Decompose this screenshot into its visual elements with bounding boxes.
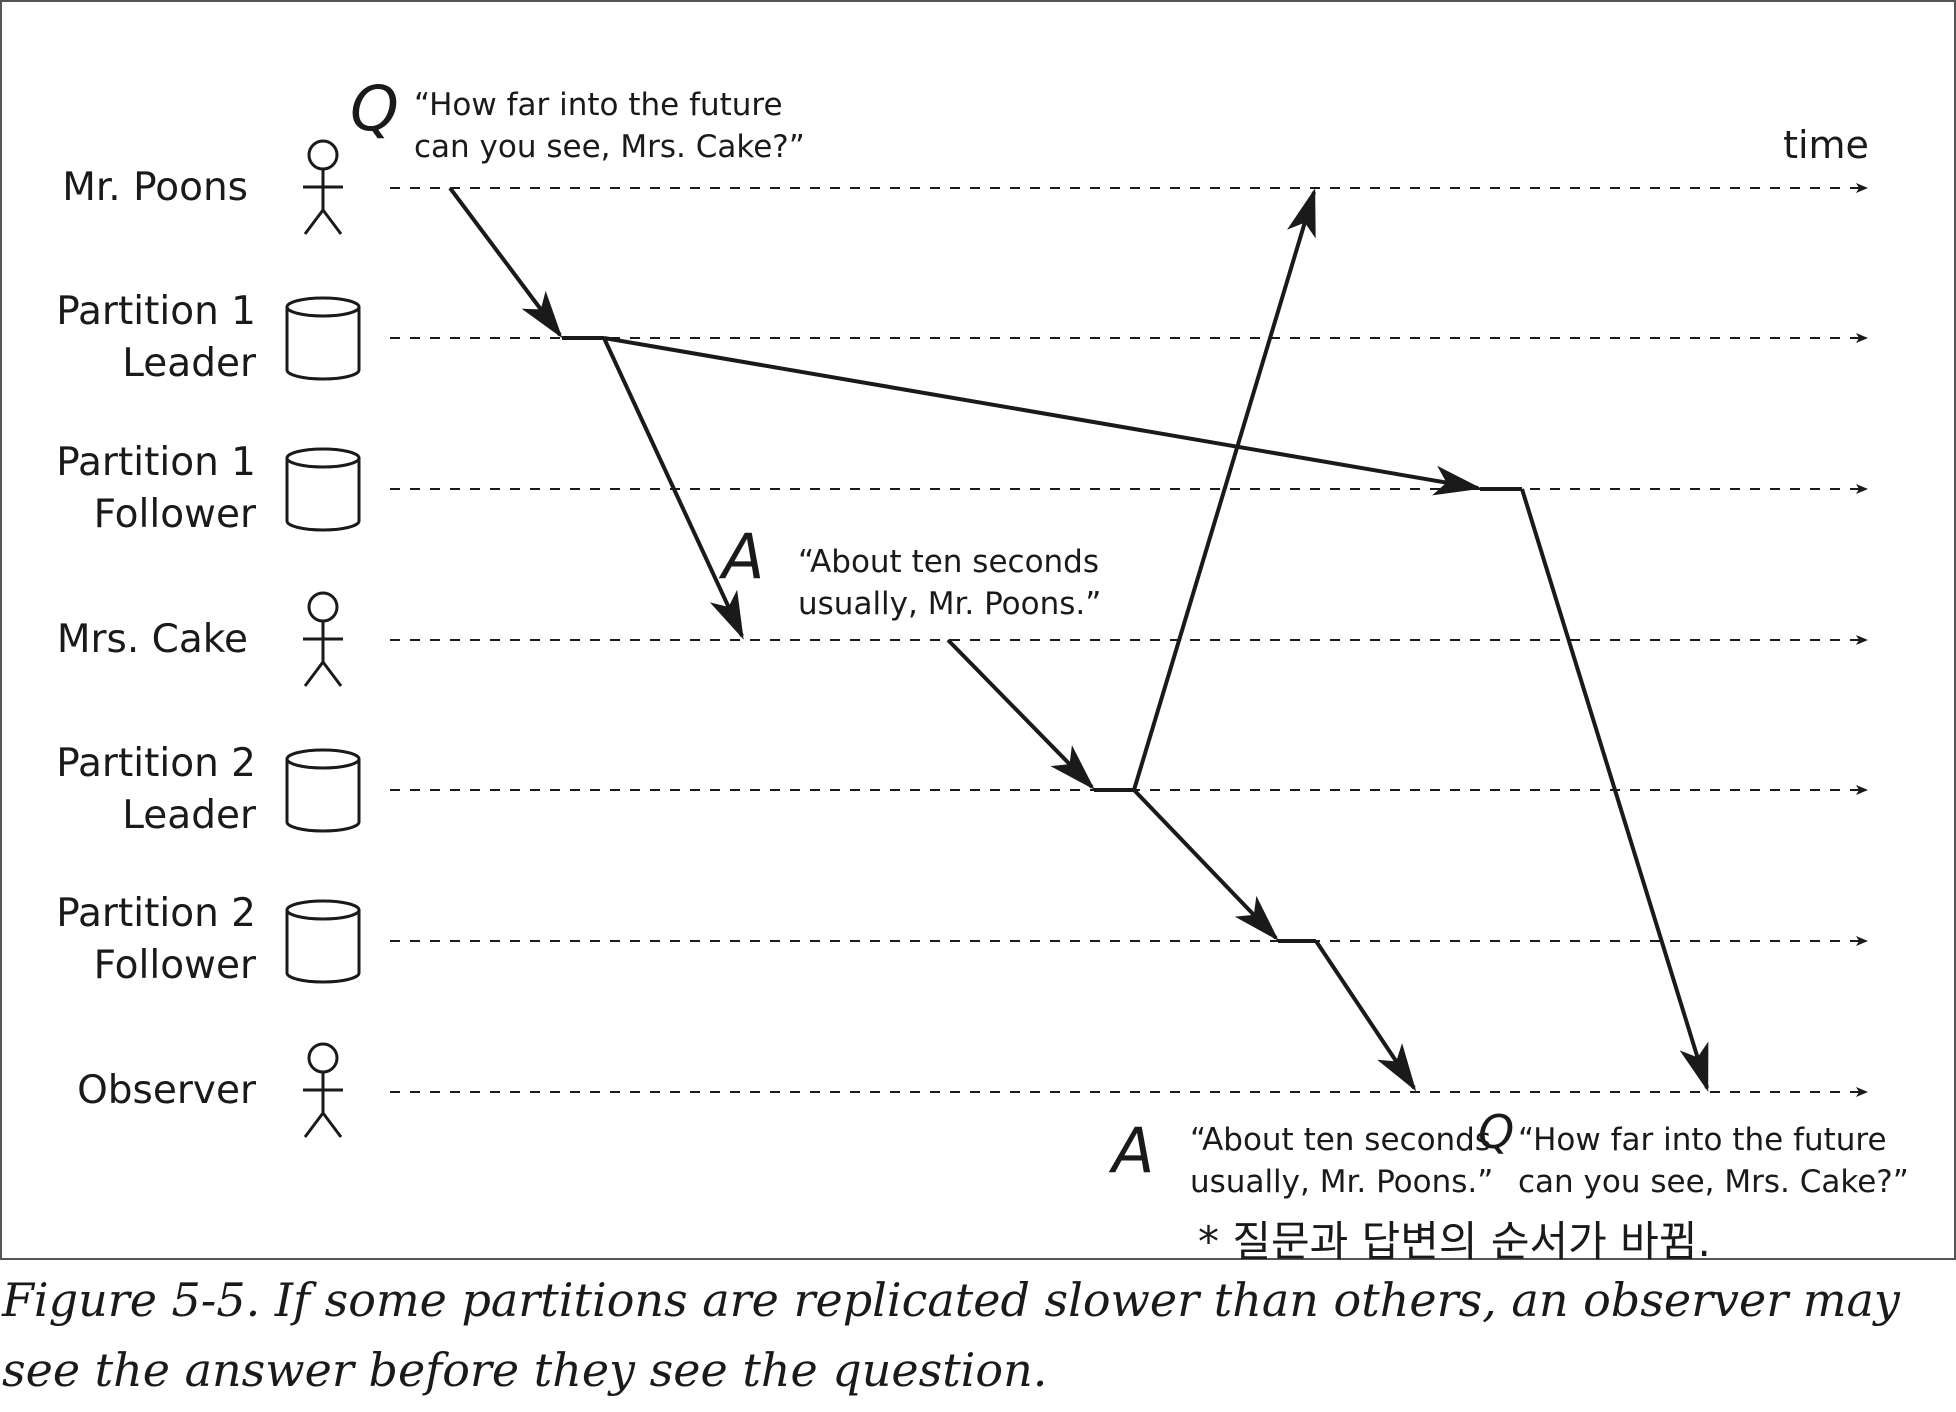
database-icon-partition-2-leader <box>285 748 361 833</box>
quote-answer-bottom-line2: usually, Mr. Poons.” <box>1190 1164 1493 1200</box>
lane-label-partition-2-follower-line1: Partition 2 <box>56 891 256 936</box>
lane-label-mr-poons: Mr. Poons <box>62 165 248 210</box>
lane-label-partition-2-leader-line1: Partition 2 <box>56 741 256 786</box>
quote-question-top: “How far into the future can you see, Mr… <box>414 87 805 165</box>
lane-label-mrs-cake: Mrs. Cake <box>57 617 248 662</box>
quote-answer-bottom: “About ten seconds usually, Mr. Poons.” <box>1190 1122 1493 1200</box>
lane-label-partition-1-follower-line2: Follower <box>94 492 257 537</box>
arrow-p1-follower-to-observer <box>1520 488 1709 1092</box>
arrow-p2-leader-to-mr-poons <box>1132 188 1316 791</box>
handwritten-q-bottom: Q <box>1478 1105 1514 1159</box>
handwritten-q-top: Q <box>350 72 399 145</box>
lane-label-partition-1-leader-line2: Leader <box>122 341 257 386</box>
lane-label-partition-1-leader-line1: Partition 1 <box>56 289 256 334</box>
arrow-p1-leader-to-p1-follower <box>603 336 1482 496</box>
arrow-answer-to-p2-leader <box>946 638 1095 790</box>
arrow-p2-leader-to-p2-follower <box>1132 788 1279 941</box>
lane-label-observer: Observer <box>77 1068 257 1113</box>
quote-answer-mid-line2: usually, Mr. Poons.” <box>798 586 1101 622</box>
database-icon-partition-1-leader <box>285 296 361 381</box>
quote-question-bottom-line2: can you see, Mrs. Cake?” <box>1518 1164 1909 1200</box>
person-icon-observer <box>303 1042 343 1138</box>
handwritten-korean-note: * 질문과 답변의 순서가 바뀜. <box>1198 1217 1711 1266</box>
time-axis-label: time <box>1783 123 1869 167</box>
figure-caption: Figure 5-5. If some partitions are repli… <box>2 1273 1900 1397</box>
figure-frame <box>0 0 1956 1260</box>
lane-label-partition-2-follower-line2: Follower <box>94 943 257 988</box>
quote-question-top-line1: “How far into the future <box>414 87 783 123</box>
arrow-p2-follower-to-observer <box>1314 939 1417 1092</box>
database-icon-partition-2-follower <box>285 899 361 984</box>
handwritten-a-mid: A <box>718 520 764 593</box>
quote-question-bottom-line1: “How far into the future <box>1518 1122 1887 1158</box>
person-icon-mrs-cake <box>303 591 343 687</box>
lane-labels: Mr. Poons Partition 1 Leader Partition 1… <box>56 165 257 1113</box>
quote-answer-mid-line1: “About ten seconds <box>798 544 1099 580</box>
lane-label-partition-1-follower-line1: Partition 1 <box>56 440 256 485</box>
message-arrows <box>448 186 1709 1092</box>
quote-question-top-line2: can you see, Mrs. Cake?” <box>414 129 805 165</box>
timelines <box>390 183 1868 1097</box>
quote-answer-bottom-line1: “About ten seconds <box>1190 1122 1491 1158</box>
lane-label-partition-2-leader-line2: Leader <box>122 793 257 838</box>
person-icon-mr-poons <box>303 139 343 235</box>
arrow-p1-leader-to-mrs-cake <box>602 337 744 640</box>
handwritten-a-bottom: A <box>1108 1114 1154 1187</box>
database-icon-partition-1-follower <box>285 447 361 532</box>
quote-answer-mid: “About ten seconds usually, Mr. Poons.” <box>798 544 1101 622</box>
quote-question-bottom: “How far into the future can you see, Mr… <box>1518 1122 1909 1200</box>
arrow-question-to-p1-leader <box>448 186 563 339</box>
